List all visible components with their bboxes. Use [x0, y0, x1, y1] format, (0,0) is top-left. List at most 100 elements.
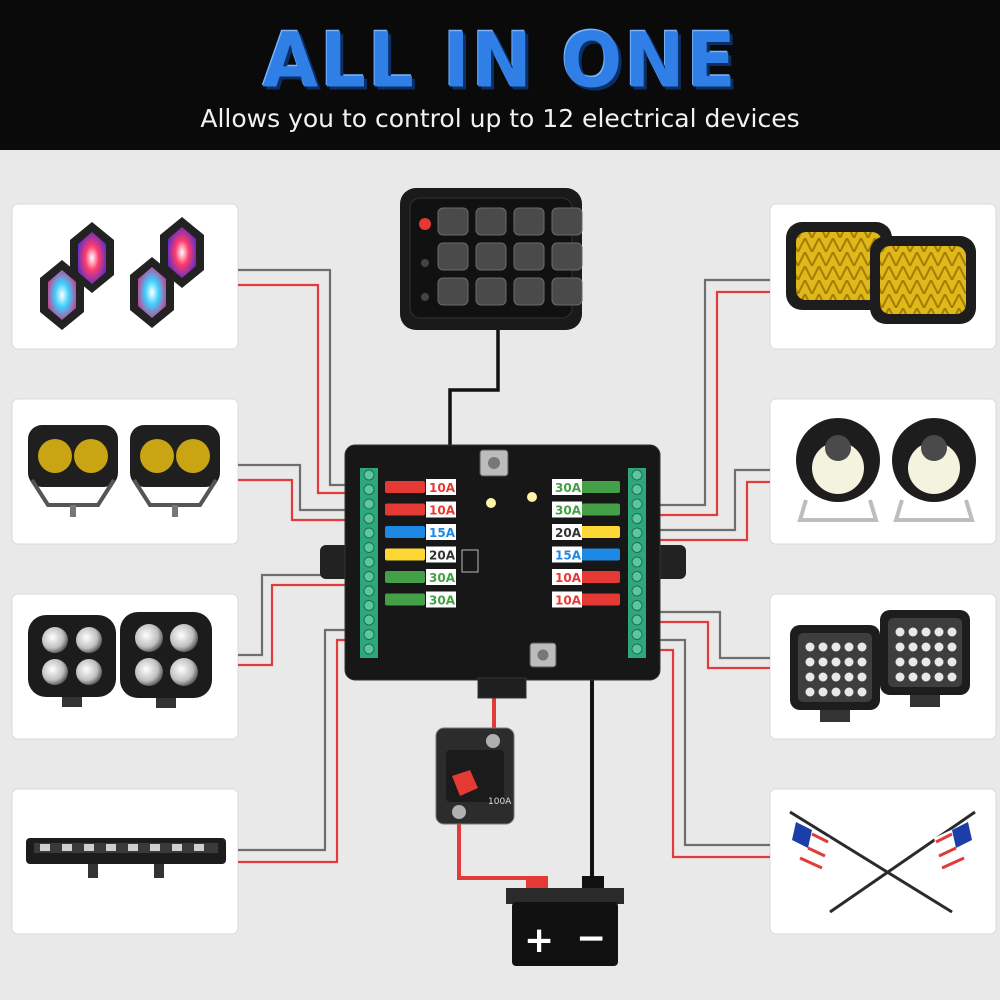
right-fuse-rating: 15A — [555, 549, 582, 563]
wire-right-3-gray — [655, 610, 770, 660]
indicator-led-left — [486, 498, 496, 508]
terminal-screw — [631, 614, 643, 626]
switch-button-3[interactable] — [513, 207, 545, 236]
left-fuse-6[interactable] — [385, 593, 425, 606]
battery-terminal-positive — [526, 876, 548, 890]
right-fuse-rating: 30A — [555, 504, 582, 518]
led-chip — [805, 687, 815, 697]
terminal-screw — [631, 585, 643, 597]
led-chip — [844, 642, 854, 652]
led-chip — [895, 627, 905, 637]
terminal-screw — [363, 527, 375, 539]
wire-right-1-red — [655, 290, 770, 517]
right-fuse-rating: 10A — [555, 571, 582, 585]
circuit-breaker: 100A — [435, 727, 515, 825]
right-fuse-4[interactable] — [580, 548, 620, 561]
led-chip — [921, 657, 931, 667]
switch-button-9[interactable] — [437, 277, 469, 306]
wire-right-2-red — [655, 480, 770, 542]
wire-left-1-red — [238, 283, 362, 495]
mode-button[interactable] — [421, 259, 429, 267]
led-chip — [947, 672, 957, 682]
left-fuse-5[interactable] — [385, 571, 425, 583]
led-chip — [895, 672, 905, 682]
right-fuse-3[interactable] — [580, 526, 620, 538]
switch-button-5[interactable] — [437, 242, 469, 271]
terminal-screw — [631, 542, 643, 553]
wire-left-3-red — [238, 583, 362, 667]
led-chip — [947, 627, 957, 637]
wire-breaker-to-battery — [457, 820, 538, 884]
led-chip — [934, 672, 944, 682]
left-fuse-label-bg — [426, 501, 456, 518]
right-fuse-6[interactable] — [580, 593, 620, 606]
round-led-pods-image — [28, 612, 212, 708]
breaker-reset-lever[interactable] — [452, 770, 478, 796]
switch-panel — [400, 188, 583, 330]
dimmer-button[interactable] — [421, 293, 429, 301]
led-chip — [805, 642, 815, 652]
page-subtitle: Allows you to control up to 12 electrica… — [200, 104, 800, 133]
switch-button-12[interactable] — [551, 277, 583, 306]
switch-button-11[interactable] — [513, 277, 545, 306]
terminal-screw — [631, 469, 643, 481]
terminal-screw — [631, 571, 643, 582]
terminal-screw — [363, 469, 375, 481]
fog-lights-image — [796, 418, 976, 522]
left-fuse-rating: 15A — [429, 526, 456, 540]
page-title: ALL IN ONE — [262, 15, 738, 105]
led-chip — [818, 657, 828, 667]
left-fuse-1[interactable] — [385, 481, 425, 493]
power-button[interactable] — [419, 218, 431, 230]
led-chip — [805, 657, 815, 667]
right-fuse-1[interactable] — [580, 481, 620, 493]
left-fuse-3[interactable] — [385, 526, 425, 538]
led-chip — [921, 627, 931, 637]
terminal-screw — [363, 556, 375, 568]
led-chip — [895, 657, 905, 667]
left-fuse-rating: 10A — [429, 504, 456, 518]
terminal-screw — [631, 513, 643, 524]
switch-button-7[interactable] — [513, 242, 545, 271]
wire-negative-ground — [545, 653, 594, 884]
left-fuse-rating: 30A — [429, 594, 456, 608]
switch-button-2[interactable] — [475, 207, 507, 236]
wire-right-3-red — [655, 620, 770, 670]
left-fuse-2[interactable] — [385, 503, 425, 516]
terminal-screw — [631, 643, 643, 655]
led-cube-lights-image — [790, 610, 970, 722]
led-chip — [831, 687, 841, 697]
left-fuse-4[interactable] — [385, 548, 425, 561]
amber-pod-lights-image — [28, 425, 220, 517]
switch-button-6[interactable] — [475, 242, 507, 271]
rgb-rock-lights-image — [40, 217, 204, 330]
terminal-screw — [363, 643, 375, 655]
wire-right-4-red — [655, 648, 770, 859]
led-chip — [844, 687, 854, 697]
led-chip — [857, 657, 867, 667]
breaker-rating-label: 100A — [488, 797, 512, 807]
led-chip — [857, 687, 867, 697]
terminal-screw — [363, 614, 375, 626]
indicator-led-right — [527, 492, 537, 502]
left-fuse-label-bg — [426, 524, 456, 540]
switch-button-8[interactable] — [551, 242, 583, 271]
right-fuse-5[interactable] — [580, 571, 620, 583]
led-chip — [844, 657, 854, 667]
switch-button-10[interactable] — [475, 277, 507, 306]
switch-button-1[interactable] — [437, 207, 469, 236]
led-chip — [947, 657, 957, 667]
right-fuse-2[interactable] — [580, 503, 620, 516]
switch-button-4[interactable] — [551, 207, 583, 236]
amber-square-lights-image — [786, 222, 976, 324]
led-chip — [934, 627, 944, 637]
led-chip — [831, 657, 841, 667]
left-fuse-label-bg — [426, 569, 456, 585]
left-fuse-label-bg — [426, 591, 456, 608]
wire-left-2-gray — [238, 463, 362, 512]
led-chip — [831, 642, 841, 652]
